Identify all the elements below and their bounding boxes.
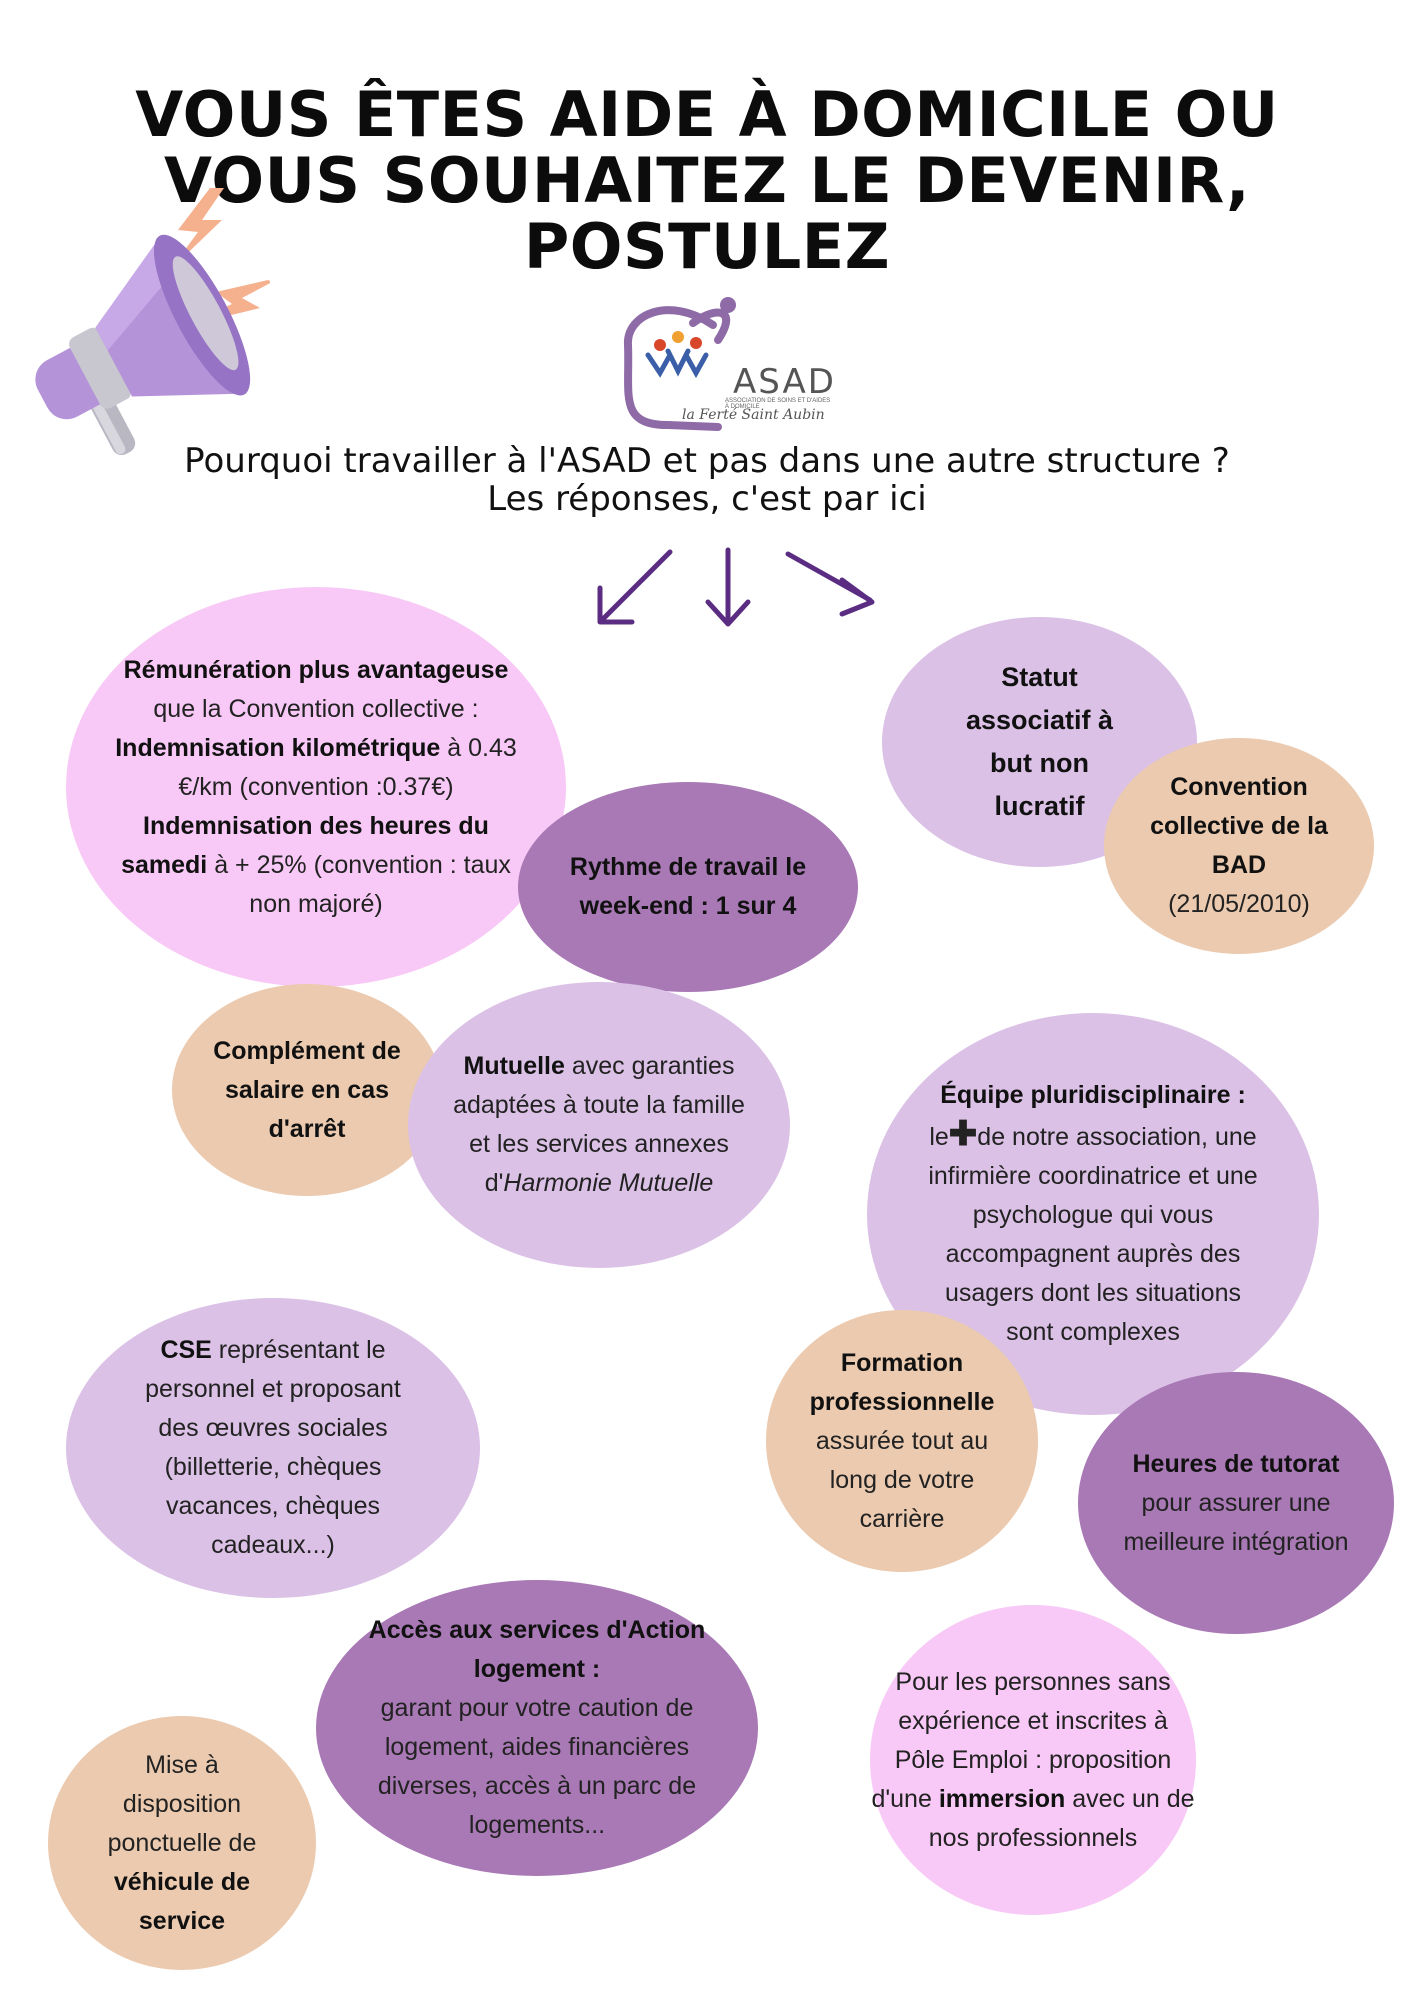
- rythme-title: Rythme de travail le week-end : 1 sur 4: [569, 853, 807, 920]
- bubble-mutuelle: Mutuelle avec garanties adaptées à toute…: [408, 982, 790, 1268]
- immersion-title: immersion: [938, 1784, 1066, 1813]
- mutuelle-brand: Harmonie Mutuelle: [503, 1169, 714, 1197]
- complement-title: Complément de salaire en cas d'arrêt: [213, 1036, 401, 1143]
- bubble-convention: Convention collective de la BAD (21/05/2…: [1104, 738, 1374, 954]
- equipe-text: de notre association, une infirmière coo…: [928, 1123, 1258, 1346]
- bubble-rythme: Rythme de travail le week-end : 1 sur 4: [518, 782, 858, 992]
- bubble-tutorat: Heures de tutorat pour assurer une meill…: [1078, 1372, 1394, 1634]
- bubble-equipe: Équipe pluridisciplinaire : le✚de notre …: [867, 1013, 1319, 1415]
- tutorat-text: pour assurer une meilleure intégration: [1123, 1488, 1349, 1556]
- bubble-formation: Formation professionnelle assurée tout a…: [766, 1310, 1038, 1572]
- bubble-cse: CSE représentant le personnel et proposa…: [66, 1298, 480, 1598]
- logement-title: Accès aux services d'Action logement :: [368, 1616, 706, 1683]
- immersion-text-1: Pour les personnes sans expérience et in…: [871, 1667, 1172, 1813]
- remuneration-text-2: à 0.43 €/km (convention :0.37€): [178, 733, 517, 801]
- remuneration-text-1: que la Convention collective :: [153, 694, 479, 723]
- remuneration-km-title: Indemnisation kilométrique: [115, 733, 441, 762]
- tutorat-title: Heures de tutorat: [1132, 1449, 1340, 1478]
- arrow-down-icon: [705, 547, 751, 627]
- equipe-title: Équipe pluridisciplinaire :: [940, 1081, 1246, 1109]
- megaphone-icon: [35, 188, 270, 456]
- bubble-immersion: Pour les personnes sans expérience et in…: [870, 1605, 1196, 1915]
- arrow-down-right-icon: [785, 551, 875, 617]
- formation-text: assurée tout au long de votre carrière: [815, 1426, 989, 1533]
- lightning-icon: [170, 188, 270, 326]
- remuneration-text-3: à + 25% (convention : taux non majoré): [207, 850, 511, 918]
- arrow-down-left-icon: [597, 549, 673, 625]
- equipe-text-0: le: [929, 1123, 949, 1151]
- immersion-text-2: avec un de nos professionnels: [928, 1784, 1195, 1852]
- bubble-complement: Complément de salaire en cas d'arrêt: [172, 984, 442, 1196]
- cse-text: représentant le personnel et proposant d…: [145, 1336, 401, 1559]
- remuneration-samedi-title: Indemnisation des heures du samedi: [121, 811, 489, 879]
- logo-name: ASAD: [733, 362, 836, 402]
- title-line-2: VOUS SOUHAITEZ LE DEVENIR,: [163, 144, 1250, 217]
- title-line-3: POSTULEZ: [523, 210, 891, 283]
- cse-title: CSE: [160, 1336, 212, 1364]
- vehicule-text: Mise à disposition ponctuelle de: [107, 1750, 257, 1857]
- vehicule-title: véhicule de service: [113, 1867, 251, 1935]
- formation-title: Formation professionnelle: [809, 1348, 995, 1416]
- intro-line-1: Pourquoi travailler à l'ASAD et pas dans…: [184, 441, 1230, 481]
- remuneration-title: Rémunération plus avantageuse: [123, 655, 509, 684]
- statut-title: Statut associatif à but non lucratif: [965, 662, 1114, 821]
- mutuelle-text: avec garanties adaptées à toute la famil…: [453, 1052, 745, 1197]
- intro-text: Pourquoi travailler à l'ASAD et pas dans…: [0, 442, 1414, 518]
- arrows: [597, 547, 875, 627]
- asad-logo: [624, 297, 736, 431]
- logo-city: la Ferté Saint Aubin: [682, 407, 825, 423]
- mutuelle-title: Mutuelle: [463, 1052, 565, 1080]
- convention-title: Convention collective de la BAD: [1150, 773, 1328, 879]
- logo-tagline: ASSOCIATION DE SOINS ET D'AIDES À DOMICI…: [725, 398, 831, 410]
- convention-date: (21/05/2010): [1168, 890, 1310, 918]
- bubble-remuneration: Rémunération plus avantageuse que la Con…: [66, 587, 566, 987]
- page-title: VOUS ÊTES AIDE À DOMICILE OU VOUS SOUHAI…: [0, 82, 1414, 280]
- title-line-1: VOUS ÊTES AIDE À DOMICILE OU: [135, 78, 1279, 151]
- intro-line-2: Les réponses, c'est par ici: [487, 479, 927, 519]
- plus-icon: ✚: [948, 1115, 978, 1153]
- bubble-vehicule: Mise à disposition ponctuelle de véhicul…: [48, 1716, 316, 1970]
- bubble-logement: Accès aux services d'Action logement : g…: [316, 1580, 758, 1876]
- logement-text: garant pour votre caution de logement, a…: [377, 1694, 697, 1839]
